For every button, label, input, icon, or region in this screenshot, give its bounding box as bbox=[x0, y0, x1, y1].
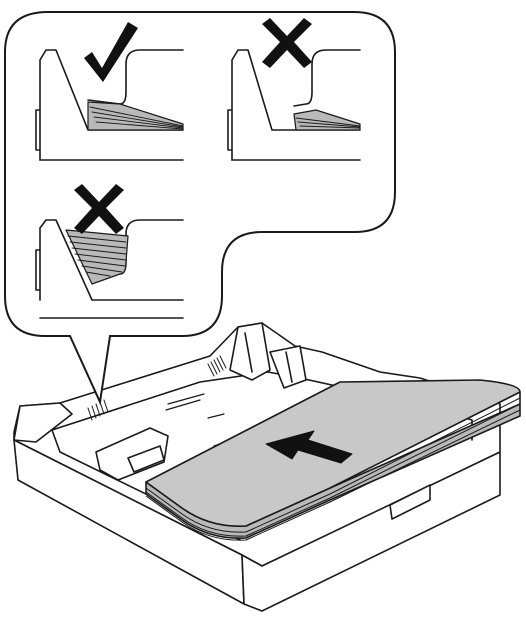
tray-size-mark bbox=[165, 393, 205, 411]
left-side-guide-tab bbox=[127, 445, 165, 473]
tray-front-notch bbox=[389, 484, 431, 520]
guide-claw bbox=[293, 49, 361, 107]
tray-back-guide-slot bbox=[244, 332, 253, 373]
tray-right-front bbox=[241, 451, 501, 612]
panel-over-fill bbox=[35, 219, 184, 319]
check-mark-icon bbox=[84, 22, 138, 82]
push-arrow-icon bbox=[265, 430, 353, 464]
cross-mark-icon bbox=[74, 184, 124, 234]
guide-claw bbox=[87, 49, 184, 105]
tray-back-ridges bbox=[207, 355, 227, 377]
tray-back-guide bbox=[229, 322, 271, 381]
tray-left-wall bbox=[13, 402, 73, 443]
guide-profile bbox=[227, 49, 361, 161]
panel-correct-fill bbox=[35, 49, 184, 161]
callout-bubble bbox=[4, 11, 396, 406]
right-side-guide bbox=[269, 345, 307, 389]
left-side-guide bbox=[95, 427, 169, 481]
cross-mark-icon bbox=[262, 18, 312, 68]
panel-under-fill bbox=[227, 49, 361, 161]
guide-profile bbox=[35, 219, 184, 301]
paper-stack-sheets bbox=[145, 397, 521, 541]
right-side-guide-slot bbox=[285, 351, 293, 383]
